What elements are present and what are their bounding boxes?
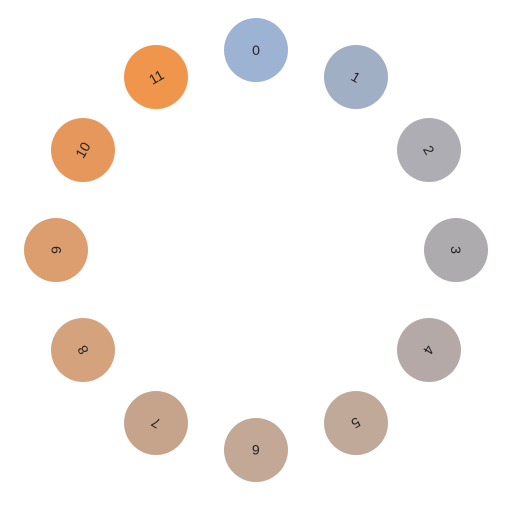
ring-circle-10: 10 — [50, 118, 115, 182]
ring-circle-2: 2 — [397, 118, 462, 182]
ring-circle-label: 8 — [73, 342, 92, 358]
ring-circle-1: 1 — [324, 44, 388, 109]
ring-circle-label: 11 — [145, 66, 167, 88]
ring-circle-label: 0 — [252, 42, 260, 58]
ring-circle-0: 0 — [224, 18, 288, 82]
ring-circle-8: 8 — [50, 318, 115, 382]
ring-circle-label: 6 — [252, 442, 260, 458]
ring-circle-label: 5 — [348, 414, 364, 433]
ring-circle-label: 9 — [47, 246, 64, 254]
ring-circle-3: 3 — [424, 218, 488, 282]
ring-circle-label: 2 — [420, 142, 439, 158]
ring-circle-label: 3 — [447, 246, 464, 254]
ring-circle-6: 6 — [224, 418, 288, 482]
ring-circle-label: 10 — [71, 139, 94, 161]
ring-circle-4: 4 — [397, 318, 462, 382]
ring-circle-7: 7 — [124, 391, 188, 456]
ring-circle-9: 9 — [24, 218, 88, 282]
ring-circle-11: 11 — [124, 44, 188, 109]
ring-circle-label: 7 — [148, 414, 164, 433]
ring-circle-label: 4 — [420, 342, 439, 358]
ring-circle-5: 5 — [324, 391, 388, 456]
ring-circle-label: 1 — [348, 67, 364, 86]
